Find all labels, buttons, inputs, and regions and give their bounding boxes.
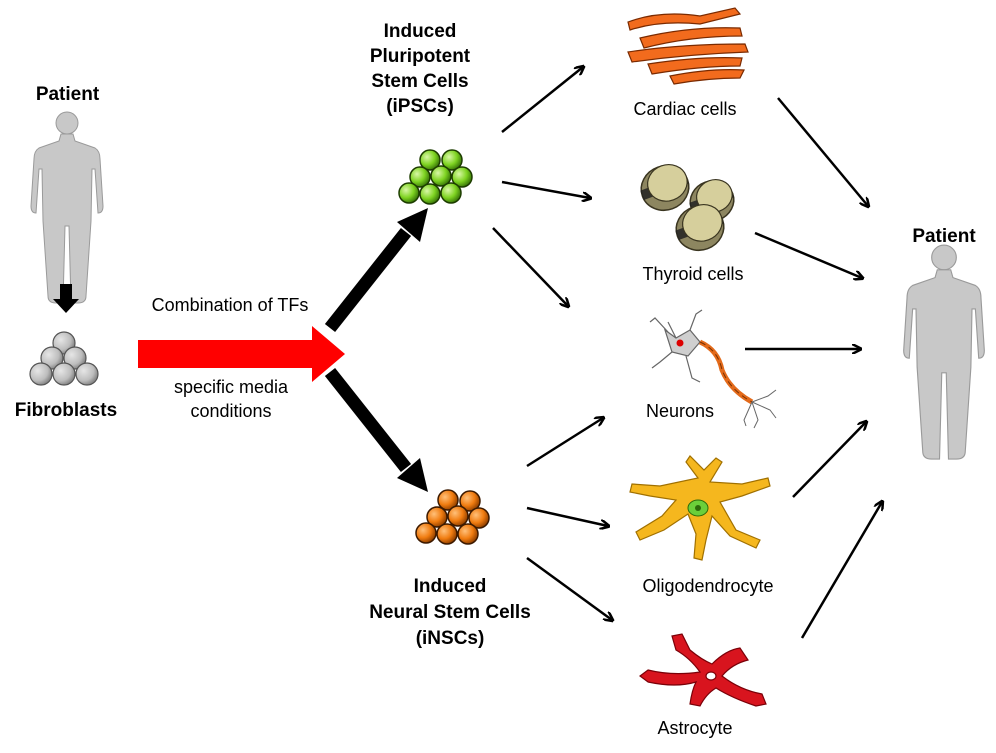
arrow-insc-astro (526, 556, 612, 620)
patient-right-silhouette (903, 244, 985, 460)
arrow-ipsc-cardiac (501, 67, 583, 133)
insc-label-line1: Induced (413, 576, 487, 597)
arrow-oligo-patient (792, 422, 866, 498)
arrow-to-ipsc (324, 208, 428, 333)
patient-right-label: Patient (912, 226, 976, 247)
media-label-line1: specific media (173, 377, 289, 397)
neurons-label: Neurons (645, 401, 715, 421)
arrow-insc-oligo (526, 506, 608, 526)
ipsc-cluster (398, 149, 473, 205)
fibroblast-cluster (29, 331, 99, 386)
thyroid-label: Thyroid cells (642, 264, 744, 284)
astrocyte-image (639, 633, 767, 707)
cardiac-label: Cardiac cells (633, 99, 737, 119)
red-arrow (138, 326, 345, 382)
oligodendrocyte-label: Oligodendrocyte (642, 576, 774, 596)
arrow-insc-neurons (526, 418, 603, 468)
media-label-line2: conditions (190, 401, 272, 421)
cardiac-cells-image (627, 7, 749, 85)
thyroid-cells-image (640, 164, 735, 251)
arrow-astro-patient (800, 502, 882, 639)
ipsc-label-line1: Induced (383, 21, 457, 42)
oligodendrocyte-image (629, 455, 771, 561)
down-arrow (53, 284, 79, 313)
ipsc-label-line2: Pluripotent (369, 46, 471, 67)
insc-label-line3: (iNSCs) (415, 628, 485, 649)
astrocyte-label: Astrocyte (657, 718, 733, 738)
ipsc-label-line4: (iPSCs) (386, 96, 454, 117)
neuron-image (649, 309, 777, 429)
arrow-thyroid-patient (754, 231, 862, 278)
patient-left-silhouette (30, 111, 104, 304)
tf-label: Combination of TFs (151, 295, 309, 315)
arrow-ipsc-neurons (492, 227, 568, 306)
insc-cluster (415, 489, 490, 545)
arrow-to-insc (324, 367, 428, 492)
arrow-cardiac-patient (777, 97, 868, 206)
ipsc-label-line3: Stem Cells (371, 71, 469, 92)
insc-label-line2: Neural Stem Cells (369, 602, 531, 623)
fibroblasts-label: Fibroblasts (14, 400, 118, 421)
patient-left-label: Patient (35, 84, 100, 105)
arrow-ipsc-thyroid (501, 180, 590, 198)
